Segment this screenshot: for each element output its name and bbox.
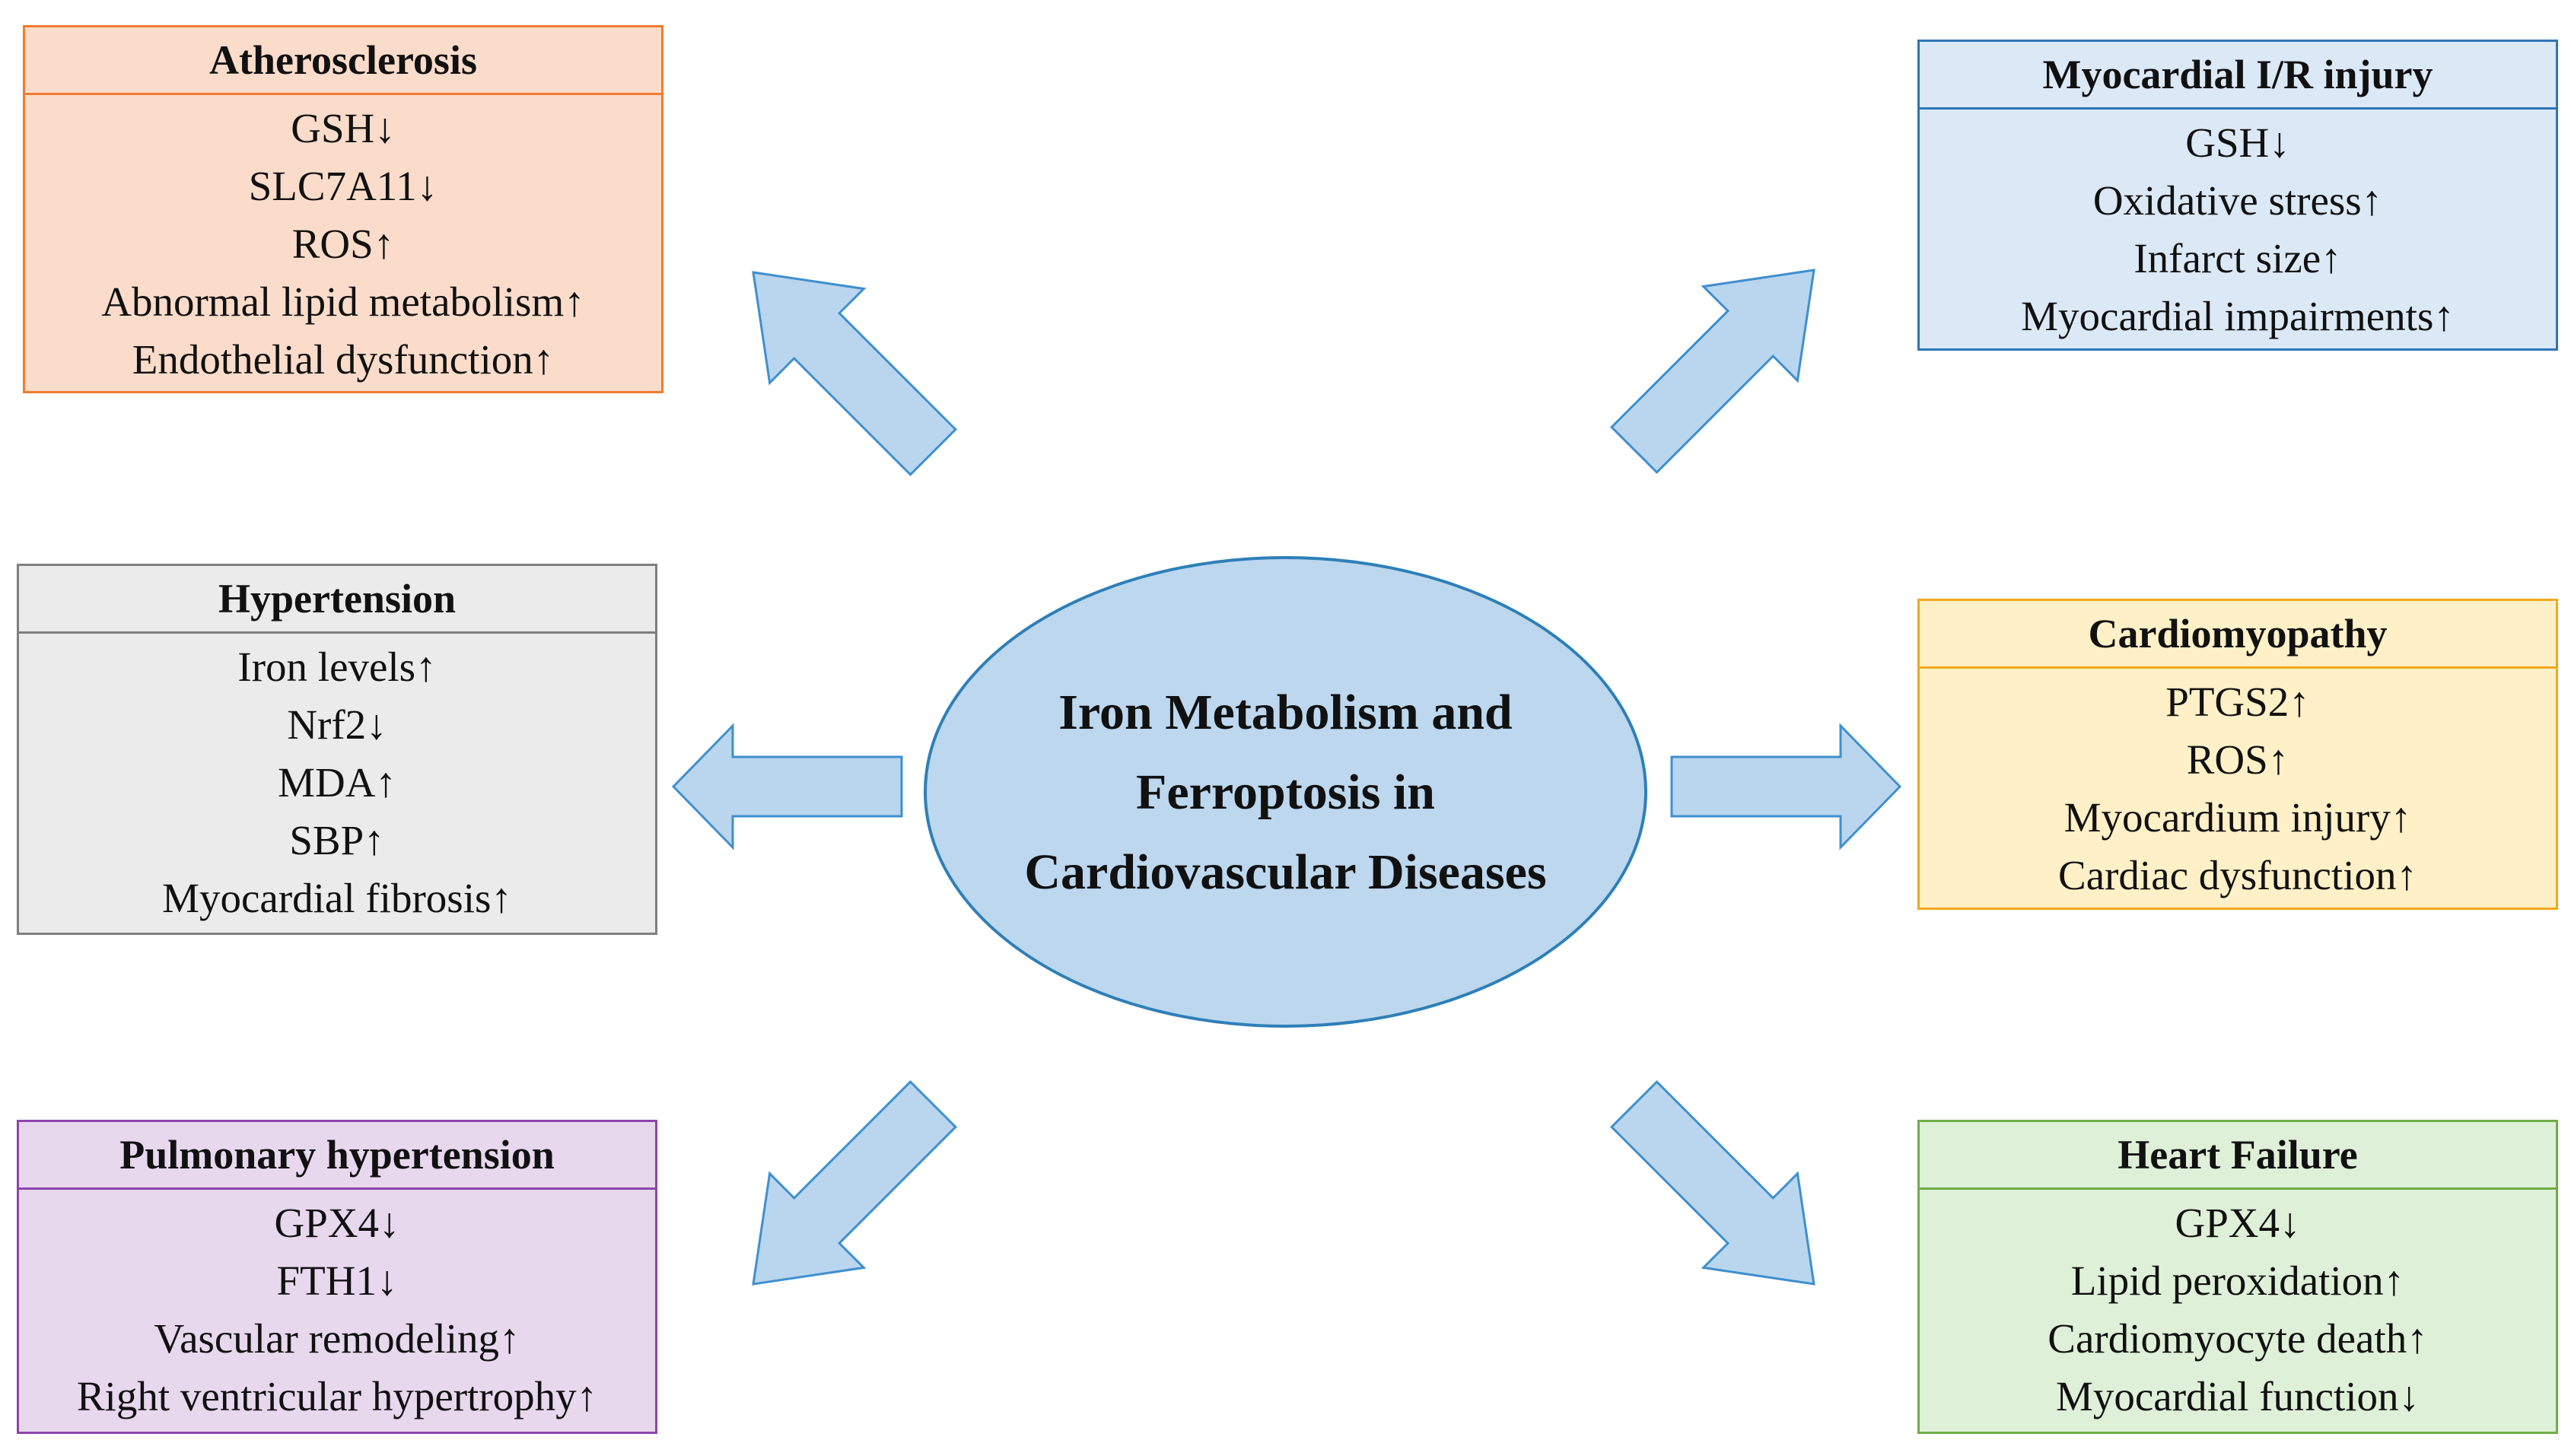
box-title: Pulmonary hypertension [19,1122,655,1190]
box-item: Myocardial impairments↑ [2021,293,2455,339]
box-title: Heart Failure [1920,1122,2556,1190]
box-item: SBP↑ [289,817,385,863]
box-items: GPX4↓ FTH1↓ Vascular remodeling↑ Right v… [19,1190,655,1426]
box-item: Abnormal lipid metabolism↑ [101,278,585,325]
arrow-to-cardiomyopathy [1670,723,1902,850]
box-item: Cardiac dysfunction↑ [2058,852,2417,898]
box-title: Cardiomyopathy [1920,601,2556,669]
box-item: Right ventricular hypertrophy↑ [76,1373,598,1419]
atherosclerosis-box: Atherosclerosis GSH↓ SLC7A11↓ ROS↑ Abnor… [23,25,663,393]
heart-failure-box: Heart Failure GPX4↓ Lipid peroxidation↑ … [1917,1120,2558,1434]
box-item: Myocardial function↓ [2055,1373,2420,1419]
box-item: GSH↓ [2185,119,2290,166]
box-item: Lipid peroxidation↑ [2070,1257,2405,1304]
box-item: GSH↓ [291,105,396,151]
box-item: Myocardial fibrosis↑ [162,875,512,921]
box-items: Iron levels↑ Nrf2↓ MDA↑ SBP↑ Myocardial … [19,634,655,927]
box-item: Vascular remodeling↑ [154,1315,520,1362]
box-item: Iron levels↑ [237,644,437,690]
box-item: PTGS2↑ [2165,679,2310,725]
arrow-to-heart-failure [1609,1079,1815,1286]
box-item: GPX4↓ [274,1200,400,1246]
box-items: GSH↓ Oxidative stress↑ Infarct size↑ Myo… [1920,110,2556,345]
box-item: MDA↑ [278,759,396,806]
arrow-to-pulmonary-hypertension [752,1079,958,1286]
box-item: Cardiomyocyte death↑ [2048,1315,2428,1362]
box-item: Myocardium injury↑ [2063,794,2412,841]
box-items: GSH↓ SLC7A11↓ ROS↑ Abnormal lipid metabo… [25,95,661,389]
box-item: SLC7A11↓ [248,163,438,209]
box-item: Infarct size↑ [2133,235,2342,281]
box-items: PTGS2↑ ROS↑ Myocardium injury↑ Cardiac d… [1920,669,2556,904]
arrow-to-atherosclerosis [752,271,958,477]
box-items: GPX4↓ Lipid peroxidation↑ Cardiomyocyte … [1920,1190,2556,1426]
hypertension-box: Hypertension Iron levels↑ Nrf2↓ MDA↑ SBP… [17,564,657,935]
pulmonary-hypertension-box: Pulmonary hypertension GPX4↓ FTH1↓ Vascu… [17,1120,657,1434]
myocardial-ir-injury-box: Myocardial I/R injury GSH↓ Oxidative str… [1917,40,2558,351]
arrow-to-myocardial-ir-injury [1609,269,1815,475]
box-item: ROS↑ [2186,736,2289,783]
box-title: Myocardial I/R injury [1920,42,2556,110]
box-item: FTH1↓ [276,1257,398,1304]
box-title: Hypertension [19,566,655,634]
center-title: Iron Metabolism and Ferroptosis in Cardi… [1024,684,1547,900]
box-item: ROS↑ [291,221,395,267]
box-item: Nrf2↓ [287,701,387,748]
box-item: Oxidative stress↑ [2092,177,2383,224]
box-title: Atherosclerosis [25,27,661,95]
cardiomyopathy-box: Cardiomyopathy PTGS2↑ ROS↑ Myocardium in… [1917,599,2558,910]
arrow-to-hypertension [671,723,903,850]
box-item: Endothelial dysfunction↑ [132,336,555,383]
center-ellipse: Iron Metabolism and Ferroptosis in Cardi… [924,556,1647,1028]
box-item: GPX4↓ [2175,1200,2301,1246]
